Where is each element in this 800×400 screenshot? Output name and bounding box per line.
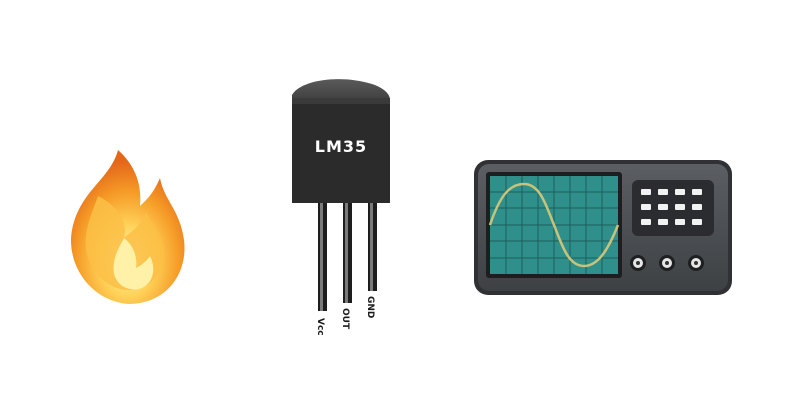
sensor-pin-vcc <box>318 203 327 311</box>
probe-connector-1 <box>630 255 646 271</box>
button-grid <box>641 189 702 225</box>
sensor-pin-out <box>343 203 352 303</box>
sine-waveform <box>488 182 620 268</box>
oscilloscope-icon <box>474 160 732 295</box>
lm35-sensor-icon: LM35 Vcc OUT GND <box>292 79 390 336</box>
sensor-body <box>292 98 390 203</box>
sensor-label: LM35 <box>315 137 367 156</box>
pin-label-vcc: Vcc <box>315 318 325 336</box>
sensor-pin-gnd <box>368 203 377 291</box>
pin-label-gnd: GND <box>365 296 375 318</box>
probe-connector-3 <box>688 255 704 271</box>
probe-connector-2 <box>659 255 675 271</box>
pin-label-out: OUT <box>340 308 350 330</box>
fire-icon <box>71 150 185 304</box>
